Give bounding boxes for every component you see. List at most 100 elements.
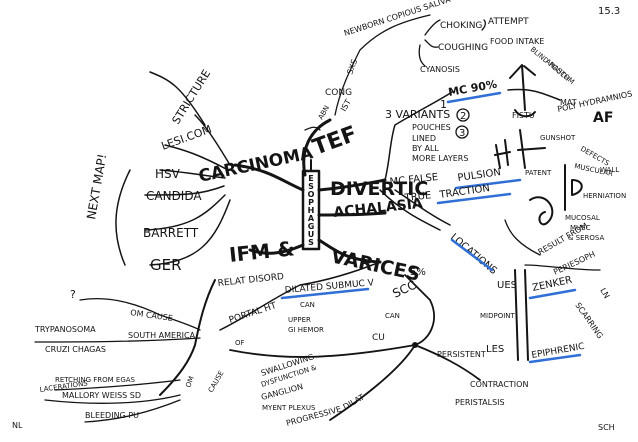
divertic-scarring: SCARRING [573,301,604,340]
divertic-result-lines [504,219,601,271]
divertic-lined: LINED [412,134,436,143]
varices-of: OF [235,339,245,347]
center-letter: U [308,230,315,239]
divertic-locations-underline [450,238,494,272]
carcinoma-lesicom: LESI.COM [160,123,214,153]
divertic-af: AF [593,110,613,126]
divertic-mat: MAT [560,98,577,107]
esophagus-center [301,159,321,251]
left-lines-mallory [44,379,181,423]
left-retching: RETCHING FROM EGAS [55,376,136,384]
divertic-mc90-underline [446,91,502,104]
left-cruzi-chagas: CRUZI CHAGAS [45,345,106,354]
branch-line-varices [317,238,382,264]
divertic-variants-line [384,91,453,181]
divertic-traction-underline [436,192,512,205]
left-line-om-cause [79,298,201,331]
center-letter: O [308,190,315,199]
varices-line-main [219,261,381,331]
varices-persistent: PERSISTENT [437,350,486,359]
divertic-epiphrenic-underline [528,353,582,364]
varices-contraction: CONTRACTION [470,380,528,389]
varices-peristalsis: PERISTALSIS [455,398,505,407]
divertic-musc: MUSC [570,224,591,232]
varices-lines-lower [229,274,481,421]
left-mallory-weiss: MALLORY WEISS SD [62,391,141,400]
tef-ist: IST [339,98,353,113]
branch-relat-disord: RELAT DISORD [217,272,284,289]
divertic-ues: UES [497,280,517,291]
divertic-circle-2 [456,108,470,122]
divertic-more-layers: MORE LAYERS [412,154,468,163]
ifm-line-down [159,279,216,396]
left-bleeding-pu: BLEEDING PU [85,411,139,420]
divertic-serosa: & SEROSA [568,234,604,242]
left-question: ? [70,288,76,301]
carcinoma-stricture: STRICTURE [170,67,214,126]
center-letter: H [308,206,315,215]
divertic-fistula: FISTU [512,111,535,120]
divertic-mucosal: MUCOSAL [565,214,600,222]
left-south-america: SOUTH AMERICA [128,331,196,340]
branch-carcinoma: CARCINOMA [197,143,316,187]
divertic-locations-line [379,189,451,231]
branch-line-tef [302,118,332,177]
branch-divertic: DIVERTIC [330,178,428,200]
author-right: SCH [598,423,615,432]
page-number: 15.3 [598,6,620,17]
center-letter: S [308,238,314,247]
divertic-gunshot: GUNSHOT [540,134,576,142]
tef-sxs-twigs [418,19,486,67]
tef-newborn: NEWBORN COPIOUS SALIVA [343,0,452,38]
carcinoma-candida: CANDIDA [146,189,202,203]
carcinoma-barrett: BARRETT [143,226,199,240]
divertic-les: LES [486,344,504,355]
center-letter: P [308,198,314,207]
left-trypanosoma: TRYPANOSOMA [34,325,96,334]
divertic-periesoph: PERIESOPH [552,250,597,277]
divertic-herniation: HERNIATION [583,192,626,200]
divertic-pulsion: PULSION [457,167,502,184]
note-next-map: NEXT MAP! [84,153,109,221]
center-letter: S [308,182,314,191]
varices-dilated-underline [280,287,370,300]
left-line-chagas [34,337,201,343]
divertic-by-all: BY ALL [412,144,439,153]
left-om-cause: OM CAUSE [130,308,174,323]
varices-can2: CAN [300,301,315,309]
divertic-n3: 3 [459,128,465,139]
tef-coughing: COUGHING [438,43,488,53]
divertic-n1: 1 [440,98,447,111]
carcinoma-hsv: HSV [155,167,181,181]
tef-abn: ABN [317,104,331,121]
divertic-anastom: ANASTOM [544,57,576,86]
tef-attempt: ATTEMPT [488,17,529,27]
left-om: OM [184,375,195,389]
branch-line-divertic [317,178,387,192]
center-letter: A [308,214,315,223]
divertic-midpoint: MIDPOINT [480,312,516,320]
branch-line-ifm [248,243,305,255]
varices-cu: CU [372,333,385,343]
divertic-wall: WALL [600,166,619,174]
divertic-3-variants: 3 VARIANTS [385,108,450,121]
varices-can: CAN [385,312,400,320]
tef-anatomy-sketch [494,64,546,169]
left-cause: CAUSE [207,369,226,394]
divertic-patent: PATENT [525,169,552,177]
carcinoma-subbranches [144,71,231,266]
tef-choking: CHOKING [440,21,482,31]
divertic-ln: LN [598,287,611,301]
branch-ifm: IFM & [228,236,296,267]
branch-line-achalasia [317,211,387,217]
branch-line-carcinoma [233,163,305,192]
tef-cong: CONG [325,88,352,98]
varices-pct: 5% [410,267,426,278]
esophagus-sketch [514,269,529,361]
divertic-pulsion-underline [454,178,522,190]
tef-cyanosis: CYANOSIS [420,65,460,74]
divertic-pouches: POUCHES [412,123,451,132]
tef-sxs-line [334,14,431,116]
tef-abn-mark [304,126,321,131]
